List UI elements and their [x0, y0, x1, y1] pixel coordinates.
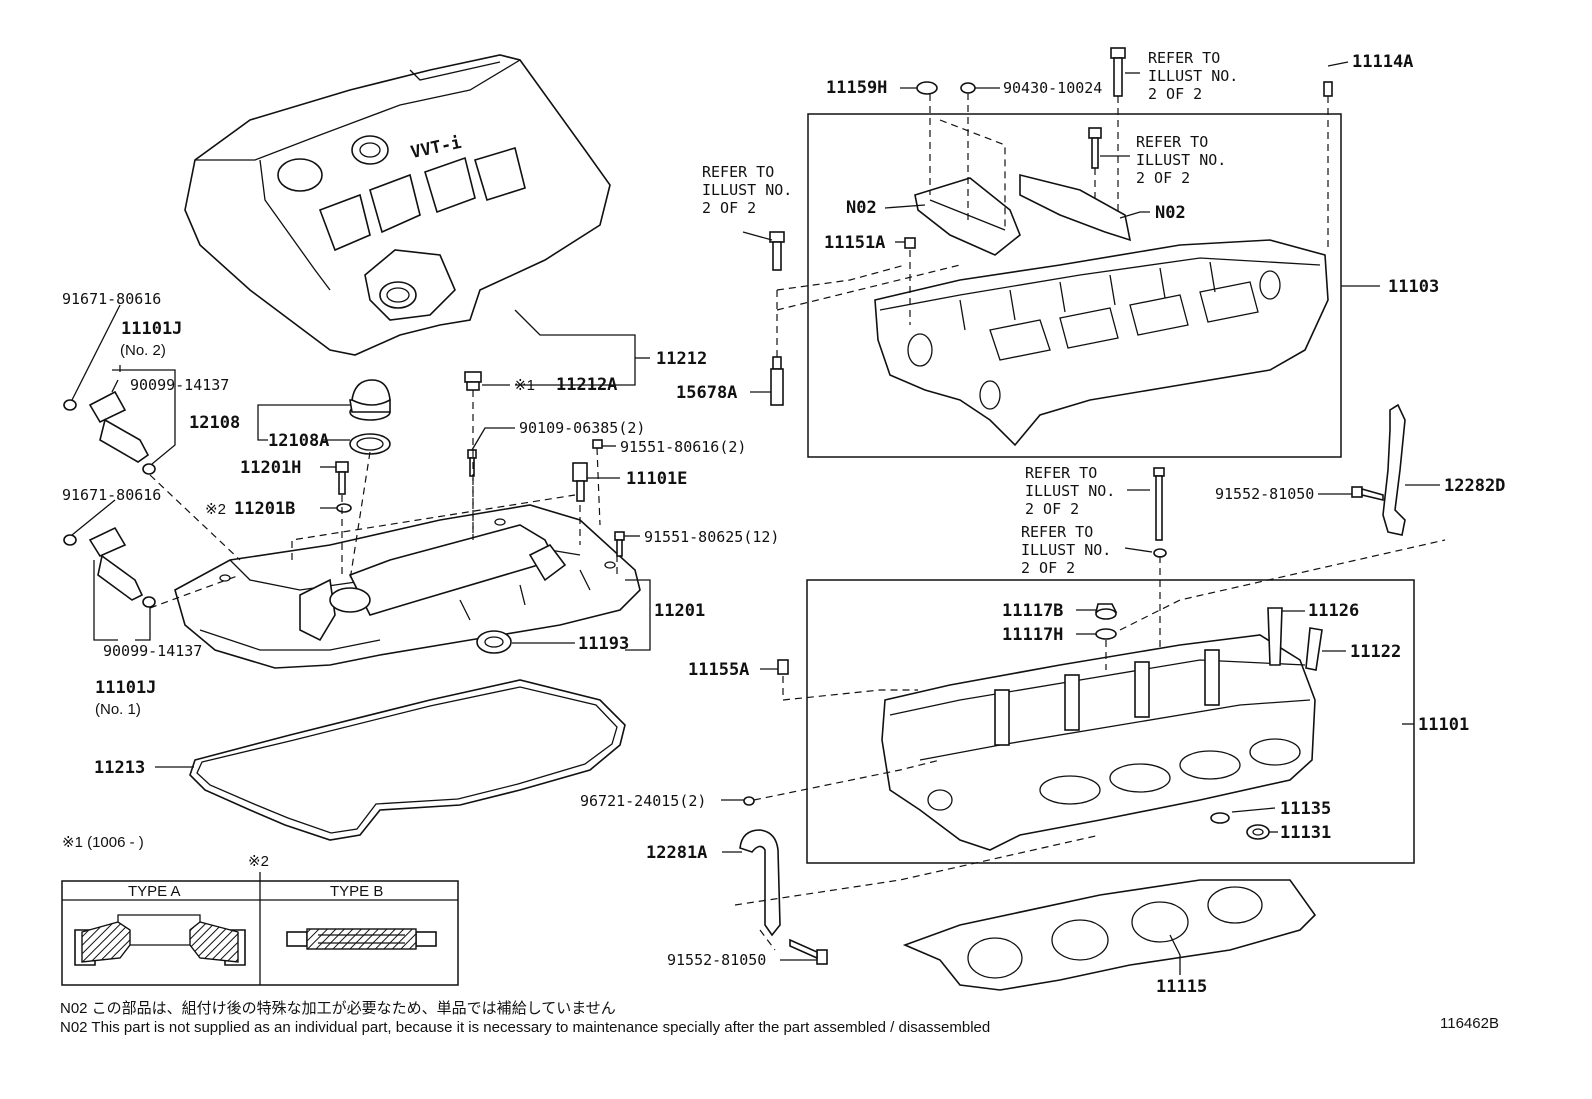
mark-2: ※2 — [205, 501, 226, 518]
label-90109-06385: 90109-06385(2) — [519, 419, 645, 437]
legend: ※1 (1006 - ) ※2 TYPE A TYPE B — [61, 834, 459, 986]
label-11101J-no1: 11101J — [95, 678, 156, 698]
label-11135: 11135 — [1280, 799, 1331, 819]
label-91671-80616-bot: 91671-80616 — [62, 486, 161, 504]
label-11159H: 11159H — [826, 78, 887, 98]
legend-mark-2: ※2 — [248, 853, 269, 870]
cylinder-head-cover-drawing — [174, 504, 641, 669]
refer-note-3: REFER TO ILLUST NO. 2 OF 2 — [702, 163, 792, 217]
label-91551-80625: 91551-80625(12) — [644, 528, 779, 546]
label-11126: 11126 — [1308, 601, 1359, 621]
label-91671-80616-top: 91671-80616 — [62, 290, 161, 308]
label-12108A: 12108A — [268, 431, 329, 451]
svg-text:2 OF 2: 2 OF 2 — [1025, 500, 1079, 518]
label-11117H: 11117H — [1002, 625, 1063, 645]
small-parts-left-drawing — [335, 371, 625, 654]
label-11201B: 11201B — [234, 499, 295, 519]
label-11115: 11115 — [1156, 977, 1207, 997]
label-12108: 12108 — [189, 413, 240, 433]
label-11101J-no1-sub: (No. 1) — [95, 701, 141, 718]
label-11114A: 11114A — [1352, 52, 1413, 72]
leader-lines — [71, 61, 1440, 975]
label-11201H: 11201H — [240, 458, 301, 478]
label-n02-left: N02 — [846, 198, 877, 218]
label-11101J-no2-sub: (No. 2) — [120, 342, 166, 359]
bracket-12282D-drawing — [1382, 403, 1406, 536]
refer-note-1: REFER TO ILLUST NO. 2 OF 2 — [1148, 49, 1238, 103]
top-small-parts-drawing — [769, 47, 1126, 406]
label-11122: 11122 — [1350, 642, 1401, 662]
label-91552-81050-bottom: 91552-81050 — [667, 951, 766, 969]
svg-text:ILLUST NO.: ILLUST NO. — [702, 181, 792, 199]
svg-text:REFER TO: REFER TO — [1021, 523, 1093, 541]
label-11213: 11213 — [94, 758, 145, 778]
svg-text:2 OF 2: 2 OF 2 — [1148, 85, 1202, 103]
label-11117B: 11117B — [1002, 601, 1063, 621]
svg-text:ILLUST NO.: ILLUST NO. — [1148, 67, 1238, 85]
label-n02-right: N02 — [1155, 203, 1186, 223]
gasket-11213-drawing — [189, 679, 626, 841]
legend-note-1: ※1 (1006 - ) — [62, 834, 144, 851]
refer-note-4: REFER TO ILLUST NO. 2 OF 2 — [1025, 464, 1115, 518]
diagram-id: 116462B — [1440, 1015, 1499, 1032]
label-91552-81050-right: 91552-81050 — [1215, 485, 1314, 503]
refer-note-5: REFER TO ILLUST NO. 2 OF 2 — [1021, 523, 1111, 577]
refer-note-2: REFER TO ILLUST NO. 2 OF 2 — [1136, 133, 1226, 187]
label-11212A: 11212A — [556, 375, 617, 395]
type-a-seal-icon — [74, 914, 246, 966]
label-11155A: 11155A — [688, 660, 749, 680]
label-90430-10024: 90430-10024 — [1003, 79, 1102, 97]
head-gasket-drawing — [902, 879, 1317, 991]
label-11101E: 11101E — [626, 469, 687, 489]
label-90099-14137-top: 90099-14137 — [130, 376, 229, 394]
label-12282D: 12282D — [1444, 476, 1505, 496]
label-11193: 11193 — [578, 634, 629, 654]
footer-note-jp: N02 この部品は、組付け後の特殊な加工が必要なため、単品では補給していません — [60, 1000, 616, 1017]
svg-text:2 OF 2: 2 OF 2 — [1136, 169, 1190, 187]
oil-control-valve-no2-drawing — [63, 390, 156, 475]
refer-notes: REFER TO ILLUST NO. 2 OF 2 REFER TO ILLU… — [702, 49, 1238, 577]
label-11101: 11101 — [1418, 715, 1469, 735]
part-labels: 91671-80616 11101J (No. 2) 90099-14137 9… — [62, 52, 1505, 997]
engine-cover-drawing: VVT-i — [184, 54, 611, 356]
svg-text:REFER TO: REFER TO — [1025, 464, 1097, 482]
svg-text:REFER TO: REFER TO — [702, 163, 774, 181]
label-11151A: 11151A — [824, 233, 885, 253]
svg-text:REFER TO: REFER TO — [1136, 133, 1208, 151]
legend-type-a: TYPE A — [128, 883, 181, 900]
svg-text:2 OF 2: 2 OF 2 — [1021, 559, 1075, 577]
svg-text:ILLUST NO.: ILLUST NO. — [1136, 151, 1226, 169]
svg-text:ILLUST NO.: ILLUST NO. — [1025, 482, 1115, 500]
camshaft-housing-drawing — [874, 81, 1333, 447]
oil-filler-cap-drawing — [349, 379, 391, 455]
svg-text:2 OF 2: 2 OF 2 — [702, 199, 756, 217]
type-b-seal-icon — [286, 928, 437, 950]
footer-note-en: N02 This part is not supplied as an indi… — [60, 1019, 990, 1036]
label-15678A: 15678A — [676, 383, 737, 403]
footer: N02 この部品は、組付け後の特殊な加工が必要なため、単品では補給していません … — [60, 1000, 1499, 1036]
label-11212: 11212 — [656, 349, 707, 369]
label-11101J-no2: 11101J — [121, 319, 182, 339]
svg-text:REFER TO: REFER TO — [1148, 49, 1220, 67]
bracket-12281A-drawing — [739, 829, 781, 937]
label-91551-80616: 91551-80616(2) — [620, 438, 746, 456]
assembly-dashed-lines — [149, 93, 1446, 951]
label-11201: 11201 — [654, 601, 705, 621]
mark-1: ※1 — [514, 377, 535, 394]
label-11131: 11131 — [1280, 823, 1331, 843]
label-12281A: 12281A — [646, 843, 707, 863]
label-11103: 11103 — [1388, 277, 1439, 297]
cylinder-head-box — [806, 579, 1415, 864]
label-96721-24015: 96721-24015(2) — [580, 792, 706, 810]
svg-text:ILLUST NO.: ILLUST NO. — [1021, 541, 1111, 559]
legend-type-b: TYPE B — [330, 883, 383, 900]
cylinder-head-drawing — [743, 603, 1323, 851]
label-90099-14137-bot: 90099-14137 — [103, 642, 202, 660]
oil-control-valve-no1-drawing — [63, 526, 156, 608]
